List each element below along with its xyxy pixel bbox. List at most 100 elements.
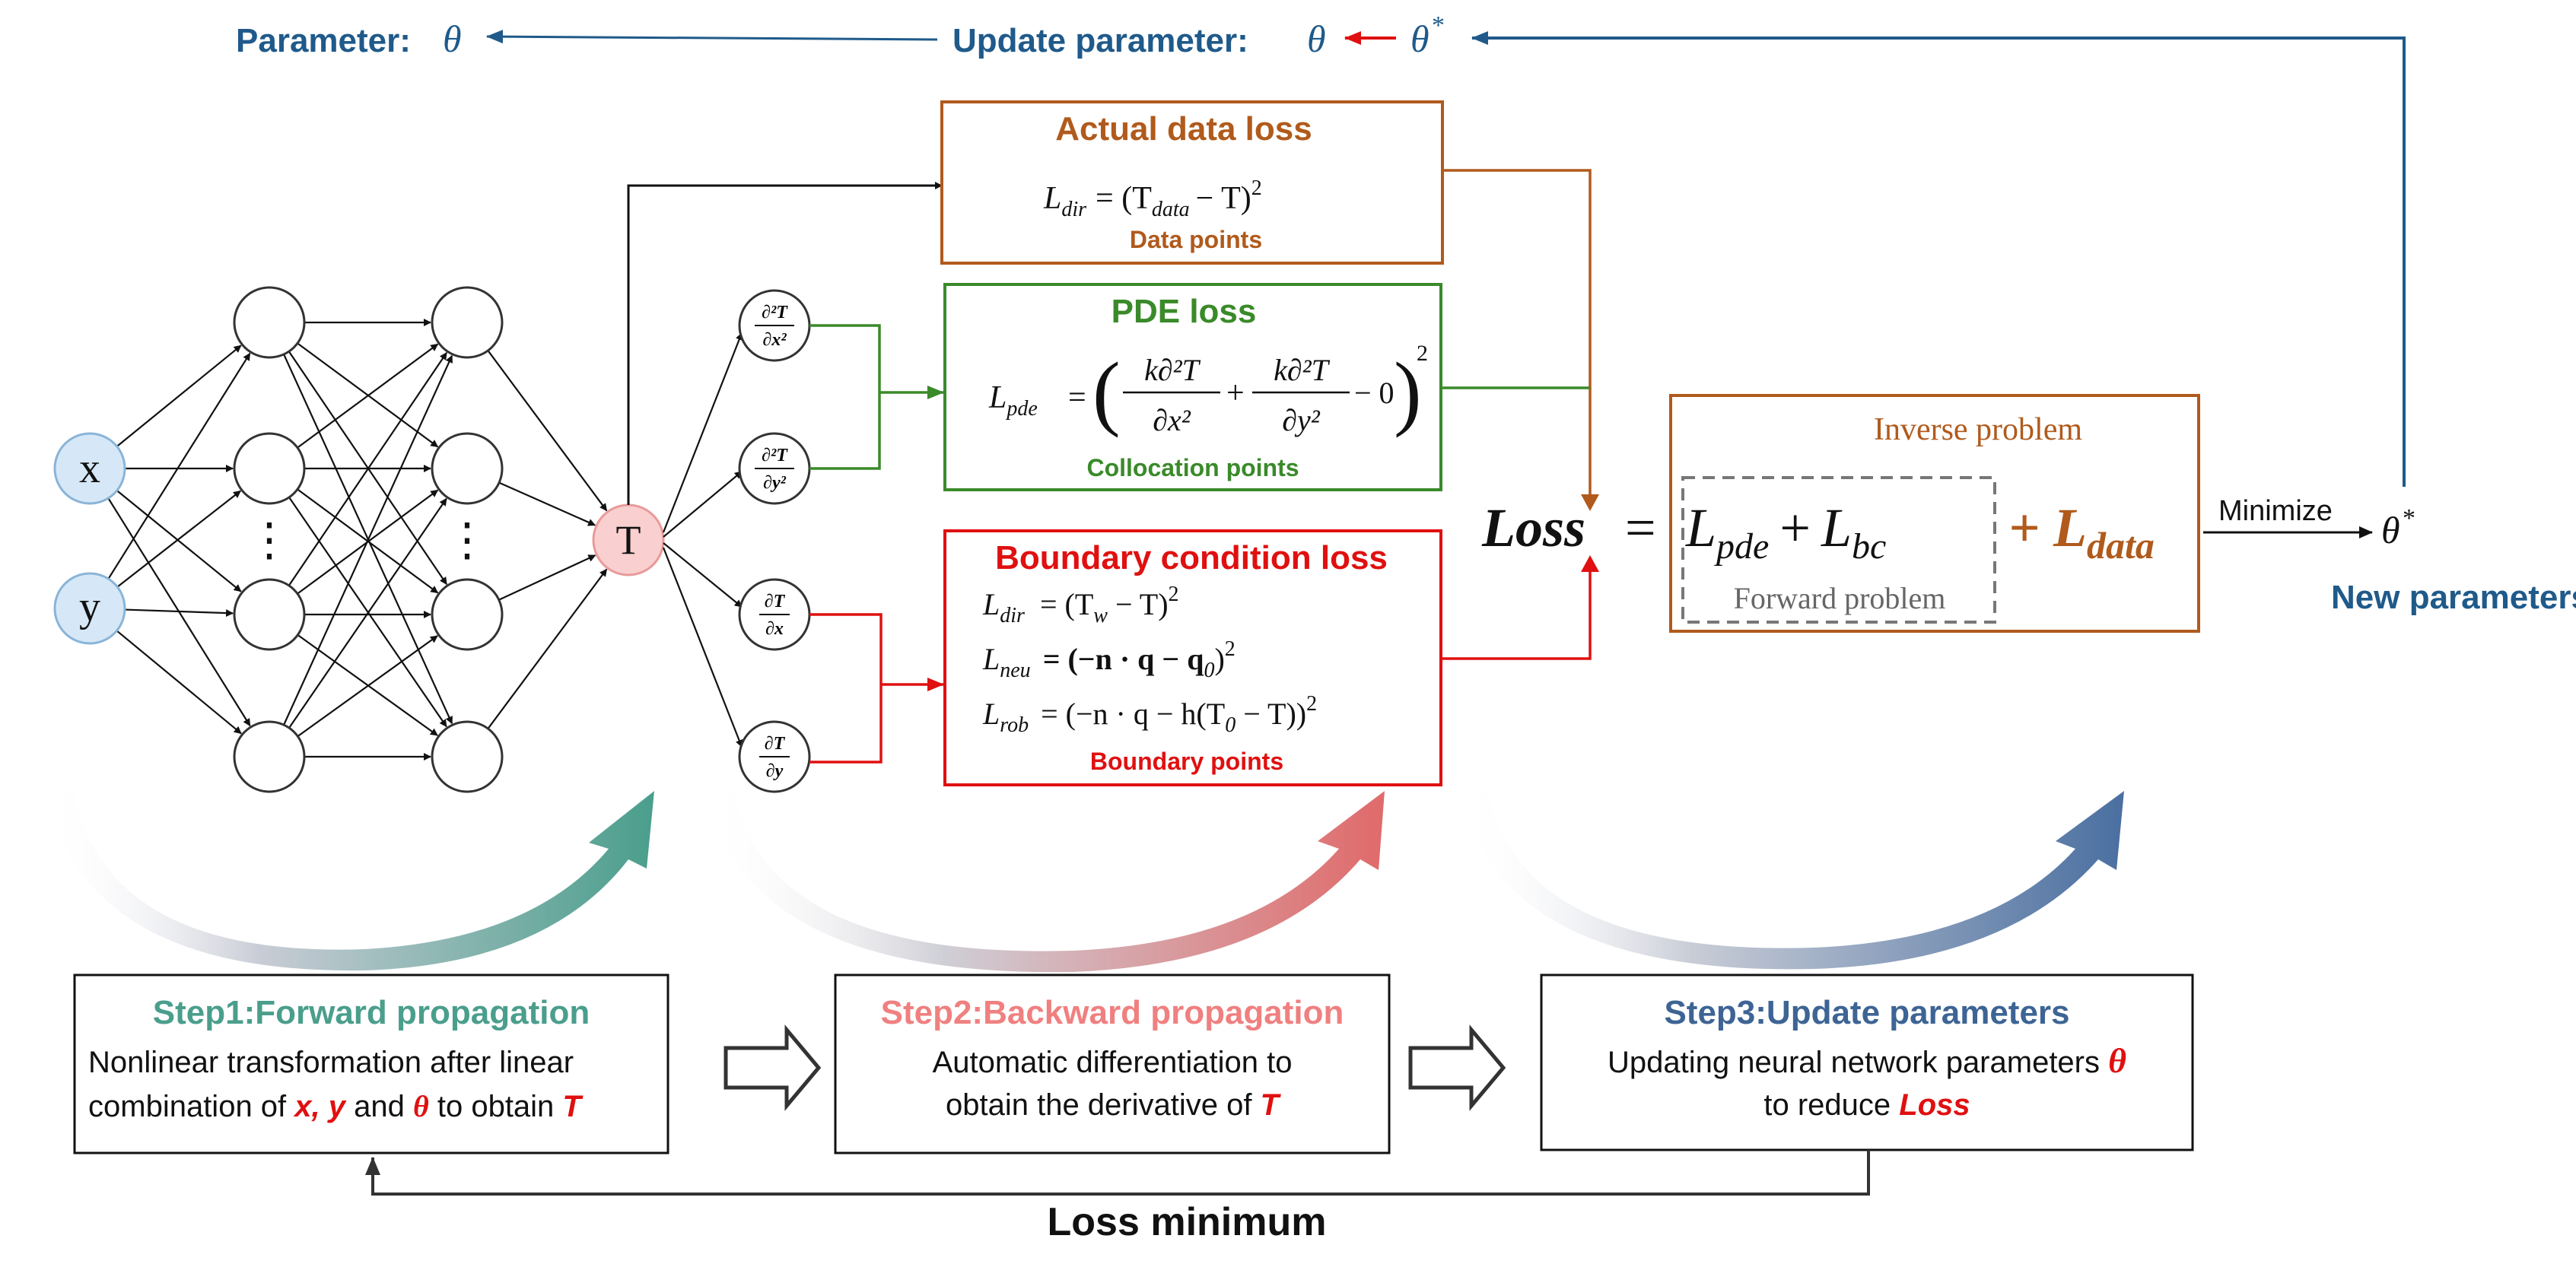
minimize-group: Minimize θ * New parameters xyxy=(2203,495,2576,616)
pde-loss-footer: Collocation points xyxy=(1086,454,1299,481)
hidden1-node xyxy=(233,286,306,359)
data-loss-to-loss-arrow xyxy=(1442,169,1592,503)
update-theta: θ xyxy=(1307,17,1326,60)
plus-ldata: + Ldata xyxy=(2008,497,2155,567)
minimize-theta-star: * xyxy=(2403,504,2415,532)
network-edge xyxy=(124,608,234,618)
pde-formula: Lpde = ( k∂²T ∂x² + k∂²T ∂y² − 0 ) 2 xyxy=(988,341,1428,438)
network-edge xyxy=(297,343,439,449)
hidden2-node xyxy=(431,720,504,793)
hidden1-node xyxy=(233,432,306,505)
deriv-node-tx-den: ∂x xyxy=(765,619,784,639)
pde-loss-box: PDE loss Lpde = ( k∂²T ∂x² + k∂²T ∂y² − … xyxy=(943,283,1442,491)
total-loss-equation: Loss = Inverse problem Lpde+Lbc Forward … xyxy=(1481,394,2200,633)
actual-data-loss-box: Actual data loss Ldir= (Tdata− T)2 Data … xyxy=(940,100,1444,265)
red-up-arrowhead xyxy=(1581,555,1599,572)
edge-t-deriv xyxy=(663,542,743,608)
network-edge xyxy=(116,490,241,588)
bc-loss-to-loss-arrow xyxy=(1441,569,1592,660)
forward-problem-box xyxy=(1681,476,1996,624)
step2-title: Step2:Backward propagation xyxy=(881,994,1344,1031)
bc-connector-red xyxy=(809,613,883,764)
pde-term2-num: k∂²T xyxy=(1274,353,1331,387)
hidden1-node xyxy=(233,720,306,793)
bc-line-dir: Ldir= (Tw − T)2 xyxy=(982,583,1179,627)
t-to-data-loss-arrow xyxy=(627,182,943,505)
network-nodes: x y ⋮ ⋮ T xyxy=(53,286,665,793)
data-loss-title: Actual data loss xyxy=(1055,110,1312,148)
step1-box: Step1:Forward propagation Nonlinear tran… xyxy=(73,973,669,1154)
update-theta-star: θ xyxy=(1410,17,1430,60)
pde-plus: + xyxy=(1226,376,1245,411)
step3-box: Step3:Update parameters Updating neural … xyxy=(1540,973,2194,1151)
network-edge xyxy=(487,568,608,729)
hidden2-node xyxy=(431,578,504,651)
bc-line-rob: Lrob= (−n · q − h(T0 − T))2 xyxy=(982,692,1317,737)
update-to-parameter-arrow xyxy=(486,30,938,44)
step3-line1: Updating neural network parameters θ xyxy=(1608,1041,2126,1080)
step1-line2: combination of x, y and θ to obtain T xyxy=(88,1089,584,1123)
network-edge xyxy=(116,345,242,447)
parameter-header: Parameter: θ Update parameter: θ θ * xyxy=(236,11,2406,487)
input-y-label: y xyxy=(79,583,100,630)
new-parameters-label: New parameters xyxy=(2331,579,2576,616)
pde-eq: = xyxy=(1068,380,1086,415)
network-edge xyxy=(498,481,596,526)
input-node-x xyxy=(53,432,126,505)
step3-line2: to reduce Loss xyxy=(1763,1088,1970,1122)
pde-term2-den: ∂y² xyxy=(1282,403,1321,437)
network-edge xyxy=(288,497,447,729)
step3-title: Step3:Update parameters xyxy=(1664,994,2069,1031)
hidden1-node xyxy=(233,578,306,651)
step2-box: Step2:Backward propagation Automatic dif… xyxy=(834,973,1391,1154)
pde-connector-green xyxy=(809,324,881,470)
network-edge xyxy=(116,630,242,735)
update-theta-star-sup: * xyxy=(1432,11,1445,40)
boundary-condition-loss-box: Boundary condition loss Ldir= (Tw − T)2 … xyxy=(943,529,1442,786)
data-loss-footer: Data points xyxy=(1130,226,1262,253)
network-edge xyxy=(107,352,251,580)
deriv-node-ty-den: ∂y xyxy=(766,761,784,781)
deriv-node-txx-num: ∂²T xyxy=(762,303,788,322)
new-parameters-return-line xyxy=(1471,31,2406,487)
network-edge xyxy=(297,635,438,738)
hidden2-node xyxy=(431,286,504,359)
edge-t-deriv xyxy=(662,547,743,748)
inverse-problem-label: Inverse problem xyxy=(1874,412,2082,447)
parameter-label: Parameter: xyxy=(236,22,411,59)
pde-loss-title: PDE loss xyxy=(1111,293,1257,330)
step2-to-step3-arrow xyxy=(1408,1024,1506,1111)
hidden1-ellipsis: ⋮ xyxy=(246,514,292,565)
bc-loss-title: Boundary condition loss xyxy=(995,539,1388,576)
network-edge xyxy=(288,351,447,586)
step1-to-step2-arrow xyxy=(724,1024,822,1111)
brown-arrowhead xyxy=(1581,494,1599,511)
network-edge xyxy=(498,554,596,601)
input-node-y xyxy=(53,572,126,645)
loss-minimum-feedback-line xyxy=(365,1150,1870,1196)
output-t-label: T xyxy=(616,517,641,563)
neural-network xyxy=(107,319,608,761)
step1-line1: Nonlinear transformation after linear xyxy=(88,1046,574,1079)
curved-arrow-step1 xyxy=(46,791,654,971)
deriv-node-ty-num: ∂T xyxy=(765,734,786,754)
pde-term1-den: ∂x² xyxy=(1153,403,1191,437)
loss-eq: = xyxy=(1625,497,1656,558)
hidden2-ellipsis: ⋮ xyxy=(444,514,490,565)
forward-lpde-lbc: Lpde+Lbc xyxy=(1685,497,1886,567)
bc-line-neu: Lneu= (−n · q − q0)2 xyxy=(982,637,1236,682)
step1-title: Step1:Forward propagation xyxy=(153,994,590,1031)
pde-minus-zero: − 0 xyxy=(1354,376,1395,410)
network-edge xyxy=(487,350,608,512)
pde-open-paren: ( xyxy=(1092,345,1121,438)
edge-t-deriv xyxy=(662,332,743,533)
loss-minimum-label: Loss minimum xyxy=(1048,1200,1327,1244)
pde-sup: 2 xyxy=(1417,341,1428,366)
forward-problem-label: Forward problem xyxy=(1734,581,1946,615)
step2-line2: obtain the derivative of T xyxy=(946,1088,1282,1122)
deriv-node-tyy-den: ∂y² xyxy=(763,473,787,493)
hidden2-node xyxy=(431,432,504,505)
bc-loss-footer: Boundary points xyxy=(1090,748,1283,775)
loss-word: Loss xyxy=(1481,497,1585,558)
